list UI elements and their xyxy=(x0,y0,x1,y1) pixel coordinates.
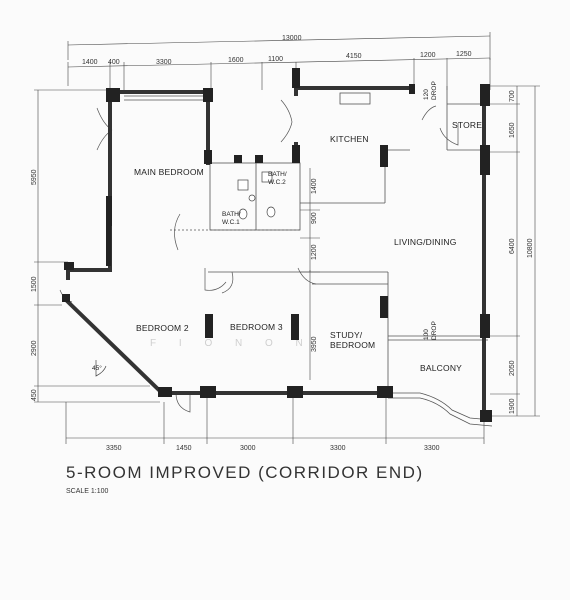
wall-posts xyxy=(62,68,492,422)
label-bath-wc2-2: W.C.2 xyxy=(268,179,286,186)
dim-inner-900: 900 xyxy=(311,212,318,224)
dim-angle: 45° xyxy=(92,364,102,372)
label-store: STORE xyxy=(452,120,482,130)
dim-inner-3950: 3950 xyxy=(311,336,318,352)
dim-left-3: 2900 xyxy=(31,340,38,356)
dim-drop-bottom: 100 xyxy=(423,329,430,340)
dim-overall-top: 13000 xyxy=(282,35,302,42)
dim-bottom-4: 3300 xyxy=(330,445,346,452)
label-study-1: STUDY/ xyxy=(330,330,363,340)
label-bath-wc1-1: BATH/ xyxy=(222,211,241,218)
toilet-icon xyxy=(266,206,276,218)
dim-top-6: 4150 xyxy=(346,53,362,60)
label-drop-bottom: DROP xyxy=(431,321,438,340)
dim-right-4: 2050 xyxy=(509,360,516,376)
basin-icon xyxy=(261,171,273,183)
label-balcony: BALCONY xyxy=(420,363,462,373)
label-bedroom-2: BEDROOM 2 xyxy=(136,323,189,333)
label-kitchen: KITCHEN xyxy=(330,134,369,144)
dim-top-3: 3300 xyxy=(156,59,172,66)
label-bath-wc2-1: BATH/ xyxy=(268,171,287,178)
dim-left-1: 5950 xyxy=(31,169,38,185)
sanitary-fixtures xyxy=(237,171,276,220)
basin-icon xyxy=(237,179,249,191)
dim-inner-1200: 1200 xyxy=(311,244,318,260)
plan-title: 5-ROOM IMPROVED (CORRIDOR END) xyxy=(66,463,424,482)
dim-left-4: 450 xyxy=(31,389,38,401)
label-study-2: BEDROOM xyxy=(330,340,375,350)
dim-top-2: 400 xyxy=(108,59,120,66)
label-bath-wc1-2: W.C.1 xyxy=(222,219,240,226)
plan-scale: SCALE 1:100 xyxy=(66,488,109,495)
shower-icon xyxy=(248,194,256,202)
interior-lines xyxy=(124,86,493,427)
dim-bottom-2: 1450 xyxy=(176,445,192,452)
dim-drop-top: 120 xyxy=(423,89,430,100)
angle-arc xyxy=(95,360,107,377)
dim-top-7: 1200 xyxy=(420,52,436,59)
dim-right-2: 1650 xyxy=(509,122,516,138)
dim-inner-1400: 1400 xyxy=(311,178,318,194)
dim-top-8: 1250 xyxy=(456,51,472,58)
dimension-labels: 13000 1400 400 3300 1600 1100 4150 1200 … xyxy=(31,35,534,452)
dim-bottom-5: 3300 xyxy=(424,445,440,452)
dim-bottom-3: 3000 xyxy=(240,445,256,452)
door-swings xyxy=(59,99,459,413)
room-labels: MAIN BEDROOM BATH/ W.C.1 BATH/ W.C.2 KIT… xyxy=(134,120,482,373)
dim-right-overall: 10800 xyxy=(527,238,534,258)
dim-top-1: 1400 xyxy=(82,59,98,66)
dim-top-5: 1100 xyxy=(268,56,283,63)
dim-top-4: 1600 xyxy=(228,57,244,64)
label-main-bedroom: MAIN BEDROOM xyxy=(134,167,204,177)
label-bedroom-3: BEDROOM 3 xyxy=(230,322,283,332)
label-living-dining: LIVING/DINING xyxy=(394,237,457,247)
dim-right-5: 1900 xyxy=(509,398,516,414)
watermark-text: F I O N O N xyxy=(150,338,313,349)
toilet-icon xyxy=(238,208,248,220)
dim-right-1: 700 xyxy=(509,90,516,102)
dim-bottom-1: 3350 xyxy=(106,445,122,452)
label-drop-top: DROP xyxy=(431,81,438,100)
dim-left-2: 1500 xyxy=(31,276,38,292)
dim-right-3: 6400 xyxy=(509,238,516,254)
